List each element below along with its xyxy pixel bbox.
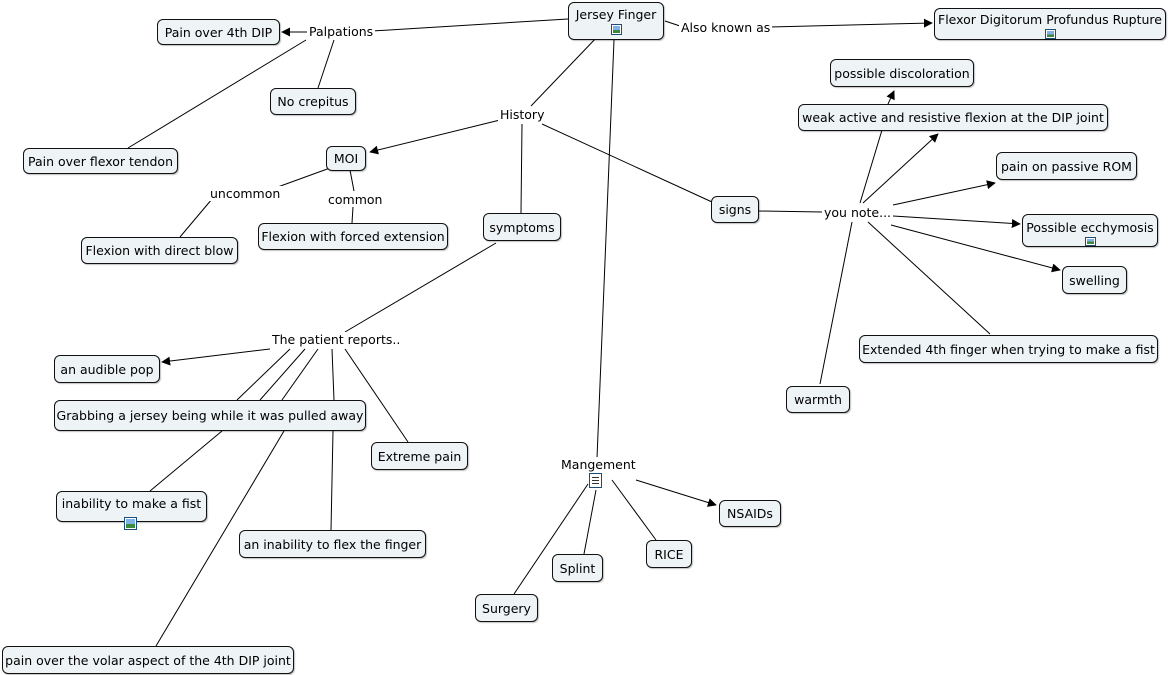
node-grabbing-jersey[interactable]: Grabbing a jersey being while it was pul… [54, 400, 366, 431]
image-icon[interactable] [1044, 29, 1056, 39]
image-icon[interactable] [1084, 237, 1096, 246]
node-warmth[interactable]: warmth [786, 386, 850, 413]
node-symptoms[interactable]: symptoms [483, 213, 561, 241]
node-pain-flexor-tendon[interactable]: Pain over flexor tendon [23, 148, 178, 174]
label-you-note: you note... [822, 205, 894, 220]
node-splint[interactable]: Splint [552, 554, 603, 582]
node-flexion-forced-extension[interactable]: Flexion with forced extension [258, 223, 448, 250]
node-label: Flexor Digitorum Profundus Rupture [938, 12, 1162, 27]
node-pain-volar[interactable]: pain over the volar aspect of the 4th DI… [2, 646, 294, 674]
node-label: Jersey Finger [575, 7, 657, 22]
node-label: RICE [654, 546, 684, 562]
node-label: No crepitus [277, 94, 349, 109]
label-mangement: Mangement [559, 457, 638, 472]
node-label: Flexion with direct blow [85, 243, 234, 258]
node-label: NSAIDs [727, 506, 773, 521]
label-palpations: Palpations [307, 24, 376, 39]
node-possible-ecchymosis[interactable]: Possible ecchymosis [1022, 214, 1158, 247]
node-label: possible discoloration [834, 65, 970, 81]
node-surgery[interactable]: Surgery [475, 594, 538, 622]
node-label: Surgery [482, 600, 531, 616]
node-label: Grabbing a jersey being while it was pul… [56, 408, 364, 423]
node-pain-passive-rom[interactable]: pain on passive ROM [996, 152, 1137, 180]
node-rice[interactable]: RICE [646, 540, 692, 568]
node-inability-flex[interactable]: an inability to flex the finger [239, 530, 426, 558]
node-label: signs [718, 202, 752, 217]
node-swelling[interactable]: swelling [1062, 266, 1127, 294]
node-pain-4th-dip[interactable]: Pain over 4th DIP [157, 19, 280, 45]
node-label: MOI [333, 151, 359, 166]
node-inability-fist[interactable]: inability to make a fist [56, 491, 207, 522]
node-weak-flexion[interactable]: weak active and resistive flexion at the… [798, 104, 1108, 131]
node-label: an inability to flex the finger [243, 536, 422, 552]
node-nsaids[interactable]: NSAIDs [719, 500, 781, 527]
node-label: swelling [1069, 272, 1120, 288]
node-label: Pain over flexor tendon [28, 153, 173, 169]
node-label: Possible ecchymosis [1026, 220, 1154, 235]
node-fdp-rupture[interactable]: Flexor Digitorum Profundus Rupture [934, 8, 1166, 40]
label-history: History [498, 107, 547, 122]
node-label: Extreme pain [377, 448, 462, 464]
label-patient-reports: The patient reports.. [270, 332, 403, 347]
node-label: warmth [794, 392, 842, 407]
node-label: an audible pop [60, 361, 154, 377]
image-icon[interactable] [610, 24, 622, 35]
node-label: pain on passive ROM [1001, 158, 1132, 174]
node-signs[interactable]: signs [711, 196, 759, 223]
label-uncommon: uncommon [208, 186, 283, 201]
node-label: Splint [559, 560, 596, 576]
node-label: pain over the volar aspect of the 4th DI… [5, 652, 291, 668]
node-no-crepitus[interactable]: No crepitus [270, 88, 356, 115]
node-moi[interactable]: MOI [326, 146, 366, 171]
node-label: Extended 4th finger when trying to make … [862, 341, 1155, 357]
node-jersey-finger[interactable]: Jersey Finger [568, 2, 664, 40]
node-possible-discoloration[interactable]: possible discoloration [830, 59, 974, 87]
node-flexion-direct-blow[interactable]: Flexion with direct blow [81, 237, 238, 264]
label-also-known-as: Also known as [679, 20, 773, 35]
node-label: Pain over 4th DIP [164, 24, 273, 40]
node-extreme-pain[interactable]: Extreme pain [371, 442, 468, 470]
node-audible-pop[interactable]: an audible pop [54, 355, 160, 383]
node-extended-4th-finger[interactable]: Extended 4th finger when trying to make … [859, 335, 1158, 363]
node-label: weak active and resistive flexion at the… [802, 110, 1104, 125]
node-label: symptoms [489, 219, 555, 235]
document-icon[interactable] [589, 473, 602, 488]
node-label: inability to make a fist [61, 496, 202, 511]
image-icon[interactable] [124, 517, 137, 530]
label-common: common [326, 192, 385, 207]
node-label: Flexion with forced extension [261, 229, 445, 244]
